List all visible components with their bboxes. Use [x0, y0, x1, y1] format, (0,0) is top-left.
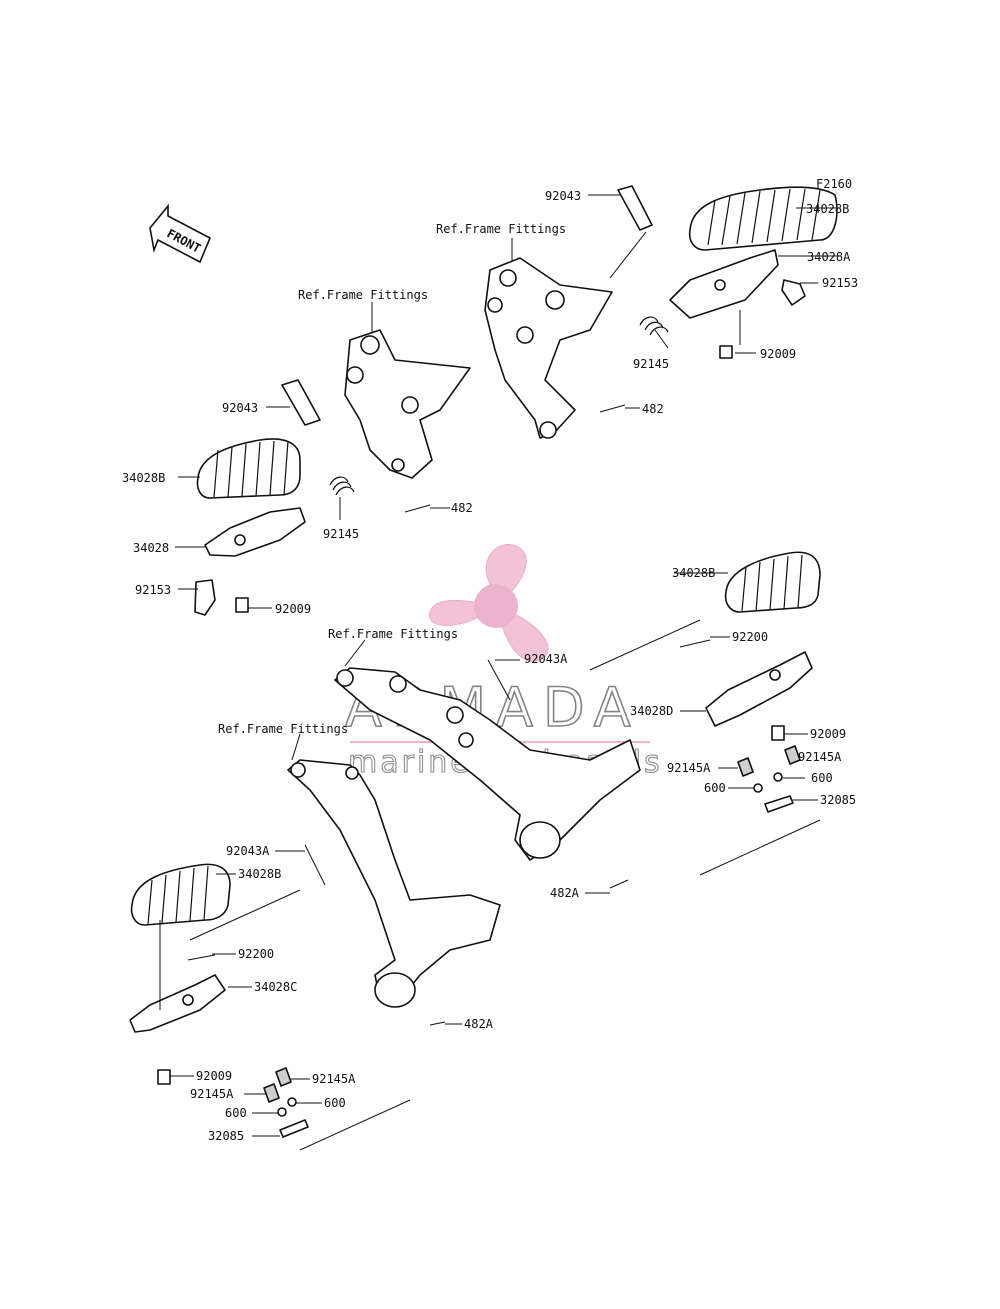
label-34028d: 34028D [630, 704, 673, 718]
label-92043-b: 92043 [222, 401, 258, 415]
upper-left-bracket [344, 329, 471, 479]
lower-right-small-parts [609, 639, 801, 889]
label-92145a-c: 92145A [312, 1072, 356, 1086]
label-92009-a: 92009 [760, 347, 796, 361]
front-arrow-icon: FRONT [149, 203, 212, 264]
label-34028: 34028 [133, 541, 169, 555]
label-600-a: 600 [811, 771, 833, 785]
lower-left-small-parts [157, 954, 446, 1138]
label-92009-b: 92009 [275, 602, 311, 616]
lower-center-leaders [275, 639, 520, 852]
label-600-c: 600 [324, 1096, 346, 1110]
upper-right-small-parts [599, 279, 806, 413]
label-92043-a: 92043 [545, 189, 581, 203]
label-92145-b: 92145 [323, 527, 359, 541]
upper-right-footpeg-bracket [669, 249, 779, 319]
lower-rear-bracket-right [334, 667, 641, 861]
ref-frame-fittings-1: Ref.Frame Fittings [436, 222, 566, 236]
upper-right-spring [639, 316, 669, 336]
label-92200-a: 92200 [732, 630, 768, 644]
label-482a-b: 482A [464, 1017, 494, 1031]
upper-left-spring [329, 476, 355, 496]
label-92145a-d: 92145A [190, 1087, 234, 1101]
label-92145-a: 92145 [633, 357, 669, 371]
label-34028b-c: 34028B [672, 566, 715, 580]
lower-rear-bracket-left [287, 759, 501, 1008]
label-92009-d: 92009 [196, 1069, 232, 1083]
ref-frame-fittings-4: Ref.Frame Fittings [218, 722, 348, 736]
label-34028b-d: 34028B [238, 867, 281, 881]
label-600-b: 600 [704, 781, 726, 795]
upper-left-small-parts [194, 504, 431, 616]
label-482a-a: 482A [550, 886, 580, 900]
figure-code: F2160 [816, 177, 852, 191]
ref-frame-fittings-3: Ref.Frame Fittings [328, 627, 458, 641]
label-92153-b: 92153 [135, 583, 171, 597]
upper-right-leaders [511, 194, 838, 409]
label-92145a-a: 92145A [798, 750, 842, 764]
lower-right-footpeg-rubber [724, 551, 821, 613]
upper-right-pin [609, 185, 653, 279]
upper-left-footpeg-bracket [204, 507, 306, 557]
upper-left-footpeg-rubber [196, 438, 301, 499]
label-600-d: 600 [225, 1106, 247, 1120]
upper-right-footpeg-rubber [688, 186, 838, 251]
label-92043a-a: 92043A [524, 652, 568, 666]
label-32085-b: 32085 [208, 1129, 244, 1143]
propeller-logo-icon [429, 544, 549, 662]
label-92145a-b: 92145A [667, 761, 711, 775]
label-92009-c: 92009 [810, 727, 846, 741]
label-482-b: 482 [451, 501, 473, 515]
label-34028c: 34028C [254, 980, 297, 994]
upper-left-pin [281, 379, 321, 426]
lower-left-leaders [159, 873, 462, 1151]
label-92043a-b: 92043A [226, 844, 270, 858]
lower-left-footpeg-bracket [129, 974, 226, 1033]
label-92200-b: 92200 [238, 947, 274, 961]
lower-right-leaders [585, 572, 821, 894]
label-32085-a: 32085 [820, 793, 856, 807]
lower-right-footpeg-bracket [705, 651, 813, 727]
label-34028b-a: 34028B [806, 202, 849, 216]
lower-center-pins [304, 659, 511, 886]
label-34028b-b: 34028B [122, 471, 165, 485]
label-92153-a: 92153 [822, 276, 858, 290]
upper-left-leaders [175, 302, 450, 609]
label-482-a: 482 [642, 402, 664, 416]
upper-right-bracket [484, 257, 613, 439]
lower-left-footpeg-rubber [130, 863, 231, 926]
ref-frame-fittings-2: Ref.Frame Fittings [298, 288, 428, 302]
label-34028a: 34028A [807, 250, 851, 264]
